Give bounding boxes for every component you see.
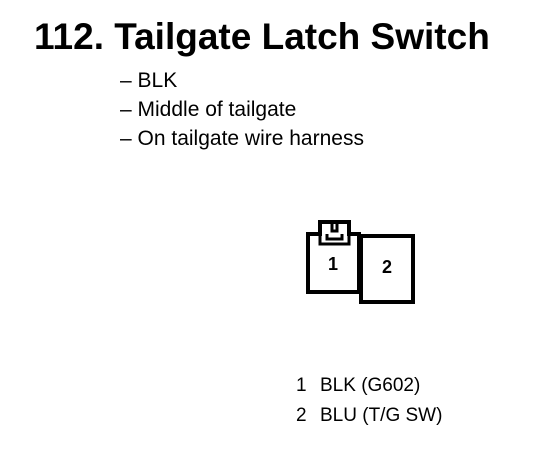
- connector-diagram: 1 2: [306, 220, 415, 304]
- connector-info-list: – BLK – Middle of tailgate – On tailgate…: [120, 66, 364, 153]
- page-title: 112. Tailgate Latch Switch: [34, 16, 490, 57]
- cavity-2: 2: [359, 234, 415, 304]
- pin-number: 1: [296, 375, 307, 396]
- cavity-2-outline: [359, 234, 415, 304]
- pin-row: 1 BLK (G602): [296, 371, 442, 401]
- connector-color: – BLK: [120, 69, 178, 92]
- pin-wire-label: BLU (T/G SW): [320, 405, 443, 426]
- pin-row: 2 BLU (T/G SW): [296, 401, 442, 431]
- cavity-1-number: 1: [328, 254, 338, 274]
- connector-harness: – On tailgate wire harness: [120, 127, 364, 150]
- pin-number: 2: [296, 405, 307, 426]
- cavity-2-number: 2: [382, 257, 392, 277]
- locking-tab-icon: [318, 222, 351, 246]
- connector-location: – Middle of tailgate: [120, 98, 297, 121]
- cavity-1: 1: [306, 220, 361, 294]
- pin-assignment-list: 1 BLK (G602) 2 BLU (T/G SW): [296, 371, 442, 431]
- pin-wire-label: BLK (G602): [320, 375, 421, 396]
